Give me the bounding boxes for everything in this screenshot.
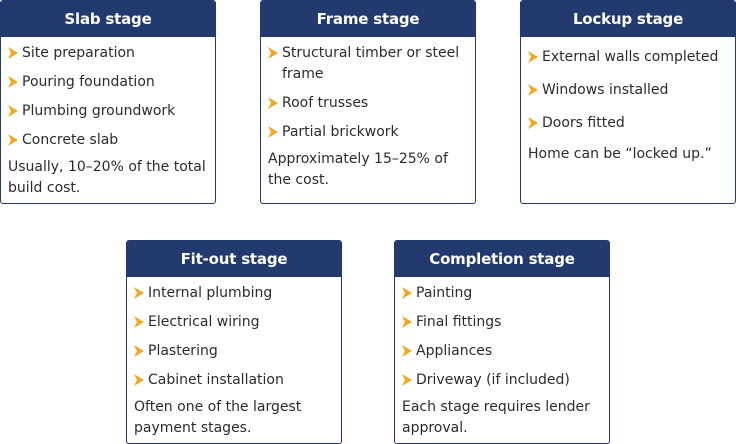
chevron-right-icon [7, 46, 19, 60]
list-item: Appliances [401, 341, 603, 362]
stage-card-lockup: Lockup stage External walls completed Wi… [520, 0, 736, 204]
list-item-label: Internal plumbing [148, 285, 273, 301]
chevron-right-icon [267, 46, 279, 60]
list-item-label: External walls completed [542, 49, 719, 65]
chevron-right-icon [7, 104, 19, 118]
list-item: Internal plumbing [133, 283, 335, 304]
chevron-right-icon [7, 133, 19, 147]
chevron-right-icon [7, 75, 19, 89]
list-item-label: Windows installed [542, 82, 669, 98]
list-item-label: Roof trusses [282, 95, 369, 111]
chevron-right-icon [527, 50, 539, 64]
stage-card-slab: Slab stage Site preparation Pouring foun… [0, 0, 216, 204]
chevron-right-icon [401, 315, 413, 329]
list-item: Concrete slab [7, 130, 209, 151]
stage-title: Frame stage [261, 1, 475, 37]
list-item: Driveway (if included) [401, 370, 603, 391]
list-item: Plumbing groundwork [7, 101, 209, 122]
list-item-label: Partial brickwork [282, 124, 399, 140]
list-item: Site preparation [7, 43, 209, 64]
list-item-label: Driveway (if included) [416, 372, 570, 388]
stage-card-completion: Completion stage Painting Final fittings… [394, 240, 610, 444]
stage-note: Home can be “locked up.” [528, 146, 712, 162]
list-item: Electrical wiring [133, 312, 335, 333]
chevron-right-icon [133, 373, 145, 387]
stage-title: Completion stage [395, 241, 609, 277]
list-item-label: Concrete slab [22, 132, 119, 148]
list-item: Final fittings [401, 312, 603, 333]
list-item: Painting [401, 283, 603, 304]
chevron-right-icon [133, 286, 145, 300]
chevron-right-icon [401, 373, 413, 387]
stage-note: Each stage requires lender approval. [402, 399, 590, 436]
chevron-right-icon [267, 125, 279, 139]
list-item: Windows installed [527, 80, 729, 101]
list-item-label: Site preparation [22, 45, 135, 61]
list-item-label: Painting [416, 285, 473, 301]
list-item-label: Plumbing groundwork [22, 103, 176, 119]
list-item-label: Electrical wiring [148, 314, 260, 330]
chevron-right-icon [133, 315, 145, 329]
list-item: Roof trusses [267, 93, 469, 114]
list-item: External walls completed [527, 47, 729, 68]
chevron-right-icon [527, 116, 539, 130]
list-item-label: Structural timber or steel frame [282, 45, 460, 82]
chevron-right-icon [527, 83, 539, 97]
stage-note: Often one of the largest payment stages. [134, 399, 302, 436]
chevron-right-icon [401, 344, 413, 358]
stage-title: Slab stage [1, 1, 215, 37]
stage-card-fit-out: Fit-out stage Internal plumbing Electric… [126, 240, 342, 444]
list-item-label: Appliances [416, 343, 493, 359]
stage-title: Fit-out stage [127, 241, 341, 277]
chevron-right-icon [401, 286, 413, 300]
list-item: Plastering [133, 341, 335, 362]
stage-note: Approximately 15–25% of the cost. [268, 151, 448, 188]
list-item: Partial brickwork [267, 122, 469, 143]
list-item-label: Doors fitted [542, 115, 625, 131]
stage-note: Usually, 10–20% of the total build cost. [8, 159, 206, 196]
list-item-label: Final fittings [416, 314, 502, 330]
chevron-right-icon [133, 344, 145, 358]
stage-card-frame: Frame stage Structural timber or steel f… [260, 0, 476, 204]
stage-title: Lockup stage [521, 1, 735, 37]
list-item: Cabinet installation [133, 370, 335, 391]
list-item-label: Plastering [148, 343, 218, 359]
list-item-label: Pouring foundation [22, 74, 155, 90]
list-item: Structural timber or steel frame [267, 43, 469, 85]
list-item: Pouring foundation [7, 72, 209, 93]
list-item-label: Cabinet installation [148, 372, 284, 388]
list-item: Doors fitted [527, 113, 729, 134]
chevron-right-icon [267, 96, 279, 110]
